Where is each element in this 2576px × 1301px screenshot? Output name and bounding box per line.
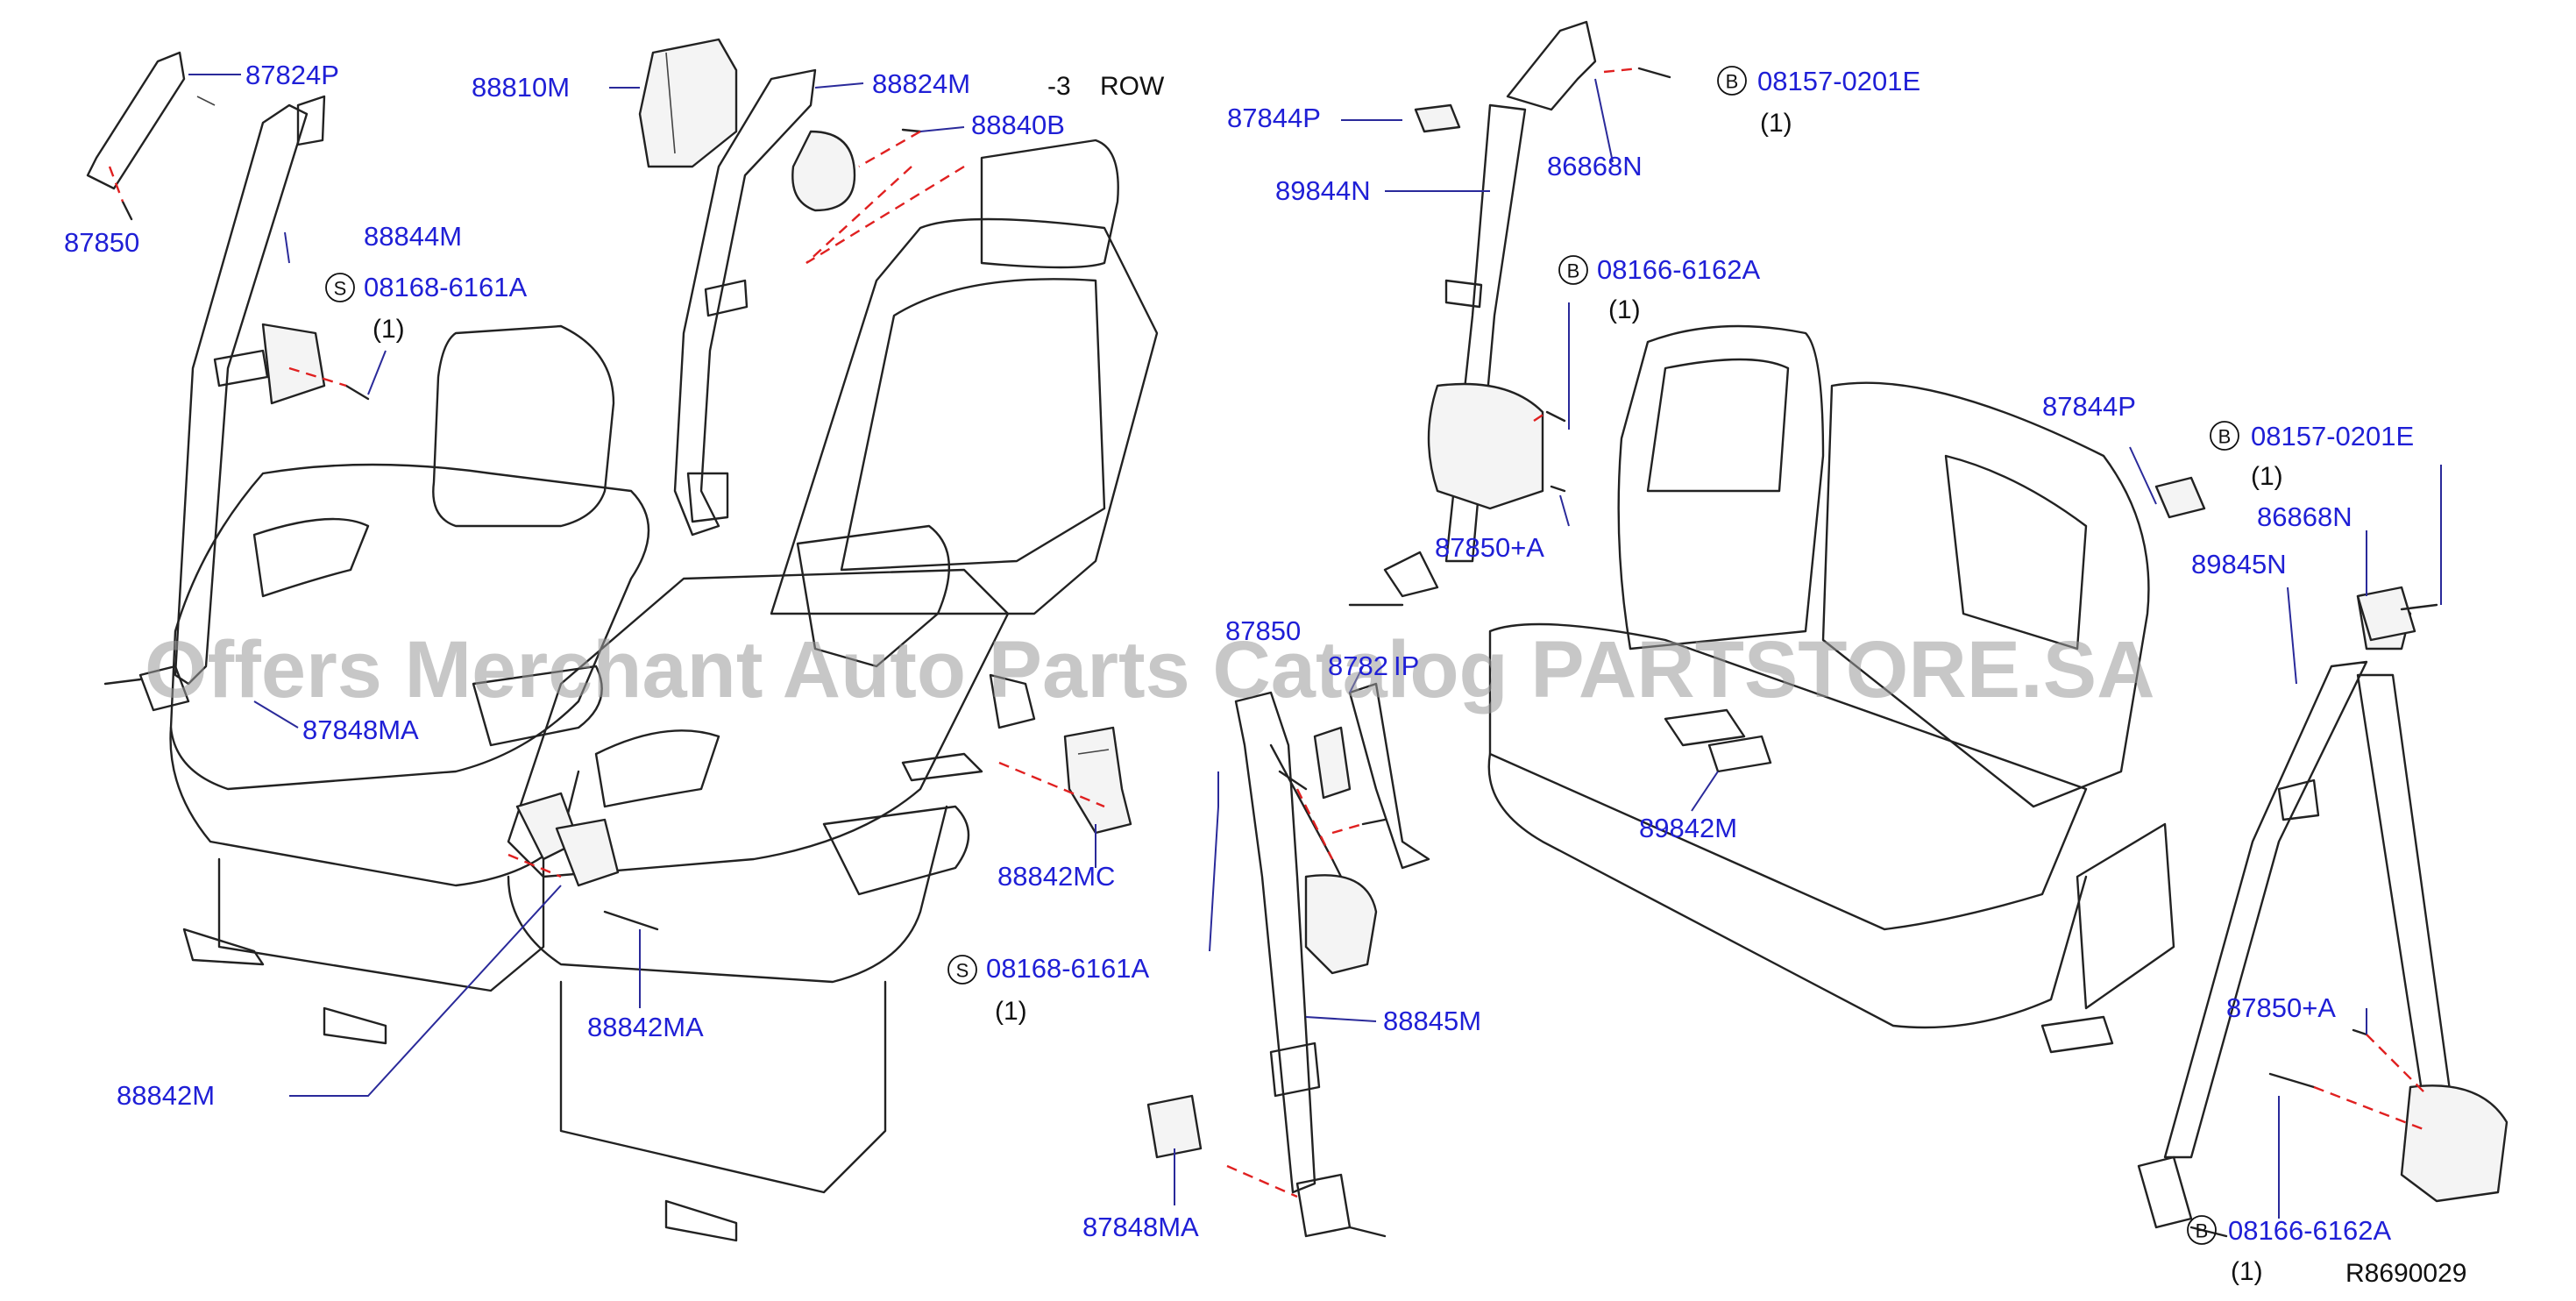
row-word: ROW [1100, 72, 1165, 101]
label-87824P-a[interactable]: 87824P [245, 60, 339, 90]
buckle-88842M-drawing [515, 792, 659, 931]
label-86868N-a[interactable]: 86868N [1547, 151, 1643, 181]
label-88810M[interactable]: 88810M [472, 72, 570, 103]
bracket-87824P-drawing [86, 51, 216, 221]
belt-88845M-drawing [1234, 682, 1430, 1238]
circle-b-d [2187, 1215, 2217, 1245]
label-08157-b[interactable]: 08157-0201E [2251, 421, 2414, 451]
label-89842M[interactable]: 89842M [1639, 813, 1737, 843]
label-87848MA-b[interactable]: 87848MA [1082, 1212, 1199, 1242]
label-87850-a[interactable]: 87850 [64, 227, 139, 258]
belt-89844N-drawing [1348, 20, 1597, 607]
qty-08168-b: (1) [995, 997, 1027, 1026]
circle-b-b-letter: B [1567, 260, 1580, 282]
third-row-bench-drawing [1487, 324, 2175, 1054]
row-number: -3 [1047, 72, 1071, 101]
label-88842MA[interactable]: 88842MA [587, 1012, 704, 1042]
label-88824M[interactable]: 88824M [872, 68, 970, 99]
belt-88844M-drawing [103, 95, 326, 712]
label-88845M[interactable]: 88845M [1383, 1006, 1481, 1036]
bolt-drawings [344, 67, 2438, 1089]
belt-89845N-drawing [2137, 593, 2509, 1238]
circle-b-a-letter: B [1726, 71, 1739, 93]
qty-08166-a: (1) [1608, 295, 1641, 324]
circle-s-b [947, 955, 977, 985]
label-08166-b[interactable]: 08166-6162A [2228, 1215, 2391, 1246]
qty-08157-a: (1) [1760, 109, 1792, 138]
assembly-dash-lines [108, 67, 2429, 1198]
buckle-88842MC-drawing [1063, 726, 1132, 835]
anchor-86868N-drawing [2356, 586, 2416, 642]
qty-08166-b: (1) [2231, 1257, 2263, 1286]
label-87844P-a[interactable]: 87844P [1227, 103, 1321, 133]
circle-b-c-letter: B [2218, 426, 2232, 448]
cover-87844P-drawing [1414, 103, 2206, 519]
label-86868N-b[interactable]: 86868N [2257, 501, 2352, 532]
label-89844N[interactable]: 89844N [1275, 175, 1371, 206]
circle-s-a-letter: S [334, 278, 347, 300]
label-87824P-b2[interactable]: IP [1394, 650, 1419, 681]
label-88842MC[interactable]: 88842MC [997, 861, 1115, 892]
label-08168-b[interactable]: 08168-6161A [986, 953, 1149, 984]
cover-87848MA-drawing [1146, 1094, 1203, 1159]
leader-lines [188, 74, 2442, 1219]
circle-b-c [2210, 421, 2239, 451]
label-87824P-b[interactable]: 8782 [1328, 650, 1388, 681]
label-87850A-b[interactable]: 87850+A [2226, 992, 2336, 1023]
label-87844P-b[interactable]: 87844P [2042, 391, 2136, 422]
circle-s-a [325, 273, 355, 302]
label-88840B[interactable]: 88840B [971, 110, 1065, 140]
belt-88824M-drawing [673, 68, 856, 537]
watermark: Offers Merchant Auto Parts Catalog PARTS… [145, 625, 2155, 714]
second-row-seat-drawing [507, 139, 1159, 1242]
label-08157-a[interactable]: 08157-0201E [1757, 66, 1920, 96]
circle-b-d-letter: B [2196, 1220, 2209, 1242]
diagram-reference: R8690029 [2345, 1259, 2466, 1288]
circle-s-b-letter: S [956, 960, 969, 982]
trim-88810M-drawing [638, 38, 738, 168]
label-87850A-a[interactable]: 87850+A [1435, 532, 1544, 563]
qty-08157-b: (1) [2251, 462, 2283, 491]
label-08168-a[interactable]: 08168-6161A [364, 272, 527, 302]
label-88842M[interactable]: 88842M [117, 1080, 215, 1111]
circle-b-b [1558, 255, 1588, 285]
label-87848MA-a[interactable]: 87848MA [302, 714, 419, 745]
front-left-seat-drawing [169, 324, 650, 1045]
label-89845N[interactable]: 89845N [2191, 549, 2287, 579]
label-08166-a[interactable]: 08166-6162A [1597, 254, 1760, 285]
label-87850-b[interactable]: 87850 [1225, 615, 1301, 646]
qty-08168-a: (1) [373, 315, 405, 344]
circle-b-a [1717, 66, 1747, 96]
label-88844M[interactable]: 88844M [364, 221, 462, 252]
